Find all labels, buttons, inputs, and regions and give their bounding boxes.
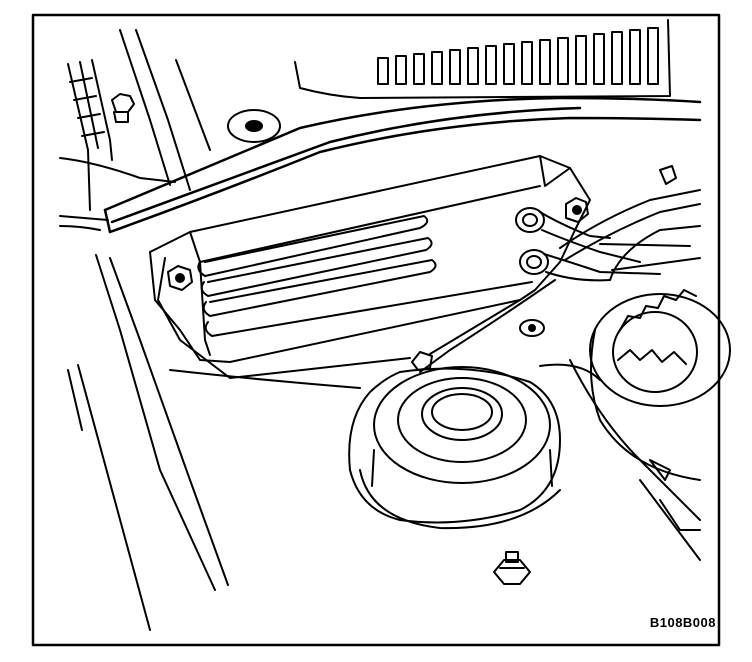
figure-reference-code: B108B008 bbox=[649, 615, 716, 630]
cowl-seal-strip bbox=[103, 96, 702, 234]
cowl-vent-grille bbox=[294, 19, 671, 99]
module-mount-bolt-left bbox=[167, 265, 193, 291]
right-fender-panel bbox=[569, 165, 701, 561]
harness-clip-nut bbox=[519, 319, 545, 337]
strut-tower-mount bbox=[348, 366, 561, 530]
module-connector-upper bbox=[515, 207, 641, 263]
control-module-housing bbox=[149, 155, 591, 379]
technician-hand bbox=[59, 157, 176, 231]
figure-border bbox=[31, 13, 721, 647]
hinge-bolt bbox=[111, 93, 135, 123]
fender-apron-nut bbox=[493, 551, 531, 585]
module-cooling-fins bbox=[197, 215, 533, 337]
module-mount-bolt-right bbox=[565, 197, 589, 223]
cowl-mount-washer bbox=[227, 109, 281, 143]
wiring-harness bbox=[419, 189, 701, 373]
inner-fender-apron bbox=[169, 363, 601, 389]
left-fender-rail bbox=[67, 29, 229, 631]
module-connector-lower bbox=[519, 249, 661, 282]
strut-top-clip bbox=[411, 351, 433, 371]
strut-coil-spring bbox=[589, 225, 731, 481]
